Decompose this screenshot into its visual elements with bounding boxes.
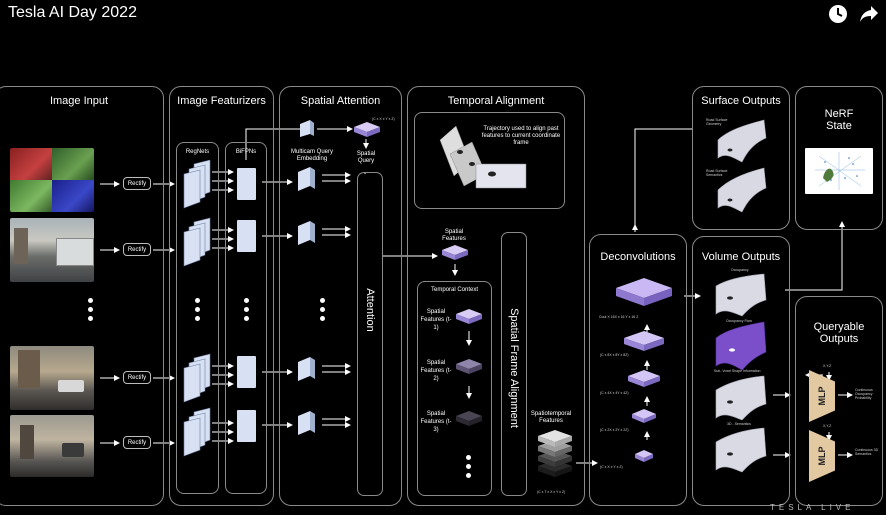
panel-image-featurizers: Image Featurizers xyxy=(169,86,274,506)
ellipsis-dots-bifpn xyxy=(244,298,249,325)
panel-title: Image Featurizers xyxy=(177,95,266,107)
share-arrow-icon[interactable] xyxy=(859,5,879,23)
camera-image-multichannel xyxy=(10,148,94,212)
rectify-button-4: Rectify xyxy=(123,436,151,449)
panel-nerf-state: NeRF State xyxy=(795,86,883,230)
xyz-input-label-2: X,Y,Z xyxy=(823,424,832,428)
ellipsis-dots-input xyxy=(88,298,93,325)
ellipsis-dots-kv xyxy=(320,298,325,325)
spatial-features-t1: Spatial Features (t-1) xyxy=(420,309,452,331)
spatial-query-voxel xyxy=(354,122,380,137)
occupancy-label: Occupancy xyxy=(731,268,749,272)
subvoxel-label: Sub- Voxel Shape Information xyxy=(714,369,761,373)
xyz-input-label-1: X,Y,Z xyxy=(823,364,832,368)
spatial-frame-alignment-block xyxy=(501,232,527,496)
spatial-features-t2: Spatial Features (t-2) xyxy=(420,360,452,382)
nerf-title-line1: NeRF xyxy=(824,108,854,120)
queryable-title-line1: Queryable xyxy=(813,321,865,333)
camera-image-street-bus xyxy=(10,218,94,282)
panel-title: Deconvolutions xyxy=(600,251,676,263)
multicam-embedding-label: Multicam Query Embedding xyxy=(290,149,333,162)
spatial-features-t3: Spatial Features (t-3) xyxy=(420,411,452,433)
query-dims-label: (C x X x Y x Z) xyxy=(372,117,395,121)
video-title: Tesla AI Day 2022 xyxy=(8,4,137,21)
spatiotemporal-features-label: Spatiotemporal Features xyxy=(530,411,572,424)
deconv-dims-2: (C x 8X x 8Y x 8Z) xyxy=(600,353,629,357)
camera-image-side-street xyxy=(10,346,94,410)
volume-output-shapes xyxy=(715,273,767,473)
attention-block xyxy=(357,172,383,496)
bifpn-feature-2 xyxy=(237,220,256,252)
tesla-live-watermark: TESLA LIVE xyxy=(770,503,855,512)
road-surface-geometry-label: Road Surface Geometry xyxy=(706,118,728,126)
bifpn-feature-1 xyxy=(237,168,256,200)
trajectory-description: Trajectory used to align past features t… xyxy=(481,126,561,146)
queryable-title-line2: Outputs xyxy=(819,333,859,345)
trajectory-box xyxy=(414,112,565,209)
spatial-features-label: Spatial Features xyxy=(442,229,466,242)
nerf-title-line2: State xyxy=(826,120,852,132)
road-surface-semantics-label: Road Surface Semantics xyxy=(706,169,728,177)
panel-queryable-outputs: Queryable Outputs xyxy=(795,296,883,506)
deconv-dims-4: (C x 2X x 2Y x 2Z) xyxy=(600,428,629,432)
trajectory-frames-graphic xyxy=(439,125,527,189)
ellipsis-dots-regnet xyxy=(195,298,200,325)
spatial-features-voxel xyxy=(442,245,468,260)
panel-title: Surface Outputs xyxy=(701,95,781,107)
clock-icon[interactable] xyxy=(828,4,848,24)
rectify-button-3: Rectify xyxy=(123,371,151,384)
panel-spatial-attention: Spatial Attention xyxy=(279,86,402,506)
temporal-context-box: Temporal Context xyxy=(417,281,492,496)
deconvolution-voxels xyxy=(616,278,672,462)
panel-volume-outputs: Volume Outputs xyxy=(692,236,790,506)
spatial-frame-alignment-label: Spatial Frame Alignment xyxy=(508,308,520,428)
semantics3d-label: 3D - Semantics xyxy=(727,422,751,426)
bifpns-label: BiFPNs xyxy=(235,149,257,155)
attention-label: Attention xyxy=(364,288,376,332)
spatiotemporal-stack xyxy=(538,430,572,477)
deconv-dims-1: Cout X 16X x 16 Y x 16 Z xyxy=(599,315,639,319)
camera-image-rear xyxy=(10,415,94,477)
panel-deconvolutions: Deconvolutions xyxy=(589,234,687,506)
panel-surface-outputs: Surface Outputs xyxy=(692,86,790,230)
panel-title: Spatial Attention xyxy=(300,95,381,107)
spatial-query-label: Spatial Query xyxy=(356,151,376,164)
query-embedding-cube xyxy=(300,120,314,137)
ellipsis-dots-temporal xyxy=(466,455,471,482)
bifpns-box: BiFPNs xyxy=(225,142,267,494)
occupancy-flow-label: Occupancy Flow xyxy=(726,319,752,323)
surface-output-shapes xyxy=(717,119,767,213)
regnet-stacks xyxy=(183,160,211,457)
regnets-label: RegNets xyxy=(185,149,210,155)
rectify-button-1: Rectify xyxy=(123,177,151,190)
panel-temporal-alignment: Temporal Alignment xyxy=(407,86,585,506)
bifpn-feature-3 xyxy=(237,356,256,388)
panel-image-input: Image Input xyxy=(0,86,164,506)
spatiotemporal-dims: (C x T x X x Y x Z) xyxy=(537,490,566,494)
temporal-context-label: Temporal Context xyxy=(430,287,479,293)
panel-title: Image Input xyxy=(49,95,109,107)
mlp-label: MLP xyxy=(817,446,827,466)
bifpn-feature-4 xyxy=(237,410,256,442)
panel-title: Volume Outputs xyxy=(701,251,781,263)
nerf-render-image xyxy=(805,148,873,194)
regnets-box: RegNets xyxy=(176,142,219,494)
key-value-cubes xyxy=(298,167,315,435)
rectify-button-2: Rectify xyxy=(123,243,151,256)
semantics-3d-output: Continuous 3D Semantics xyxy=(855,448,879,456)
occupancy-probability-output: Continuous Occupancy Probability xyxy=(855,388,873,400)
temporal-context-voxels xyxy=(456,309,482,426)
deconv-dims-5: (C x X x Y x Z) xyxy=(600,465,623,469)
deconv-dims-3: (C x 4X x 4Y x 4Z) xyxy=(600,391,629,395)
mlp-label: MLP xyxy=(817,386,827,406)
panel-title: Temporal Alignment xyxy=(447,95,545,107)
